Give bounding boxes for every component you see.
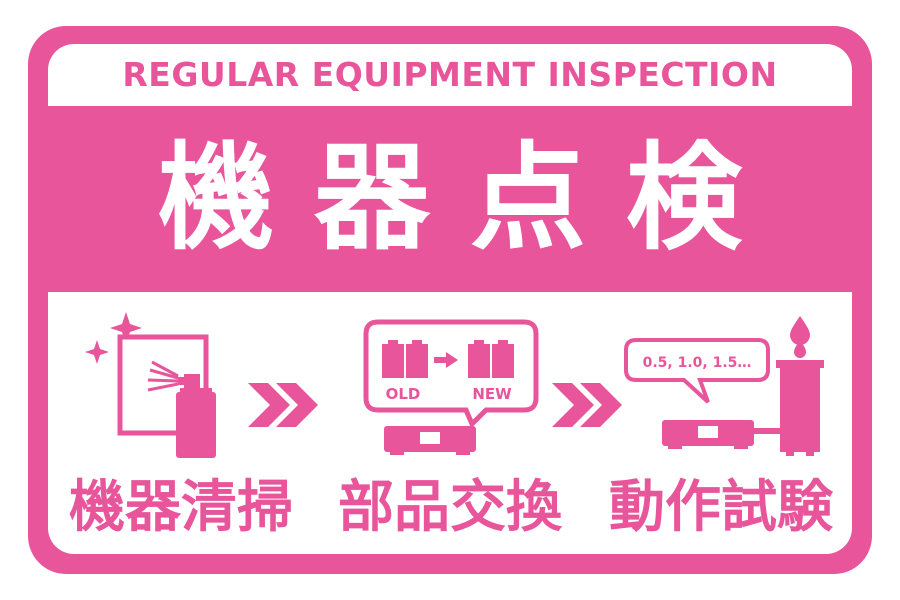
- old-label: OLD: [386, 385, 421, 403]
- device-icon: [384, 426, 476, 455]
- cable-icon: [752, 428, 782, 434]
- sparkle-icon: [110, 312, 142, 344]
- new-label: NEW: [472, 385, 512, 403]
- operation-test-icon: 0.5, 1.0, 1.5…: [624, 316, 824, 456]
- battery-replacement-icon: OLD NEW: [363, 319, 539, 455]
- old-battery-icon: [382, 340, 428, 378]
- main-title: 機器点検: [158, 131, 782, 266]
- water-drop-icon: [794, 340, 806, 358]
- spray-mist-icon: [147, 360, 179, 392]
- step-label-cleaning: 機器清掃: [69, 475, 293, 540]
- header-bar: REGULAR EQUIPMENT INSPECTION: [48, 44, 852, 106]
- speech-bubble: [624, 338, 770, 404]
- water-tank-icon: [776, 360, 824, 456]
- chevron-right-icon: [552, 383, 622, 427]
- device-icon: [662, 420, 754, 449]
- spray-cleaning-icon: [85, 312, 216, 458]
- step-label-parts-replacement: 部品交換: [338, 475, 562, 540]
- step-label-operation-test: 動作試験: [609, 475, 833, 540]
- readout-text: 0.5, 1.0, 1.5…: [643, 355, 752, 371]
- arrow-right-icon: [434, 352, 458, 368]
- spray-can-icon: [184, 374, 200, 392]
- header-subtitle: REGULAR EQUIPMENT INSPECTION: [122, 55, 778, 94]
- sparkle-icon: [85, 340, 109, 364]
- chevron-right-icon: [248, 383, 318, 427]
- water-drop-icon: [790, 316, 810, 345]
- new-battery-icon: [468, 340, 514, 378]
